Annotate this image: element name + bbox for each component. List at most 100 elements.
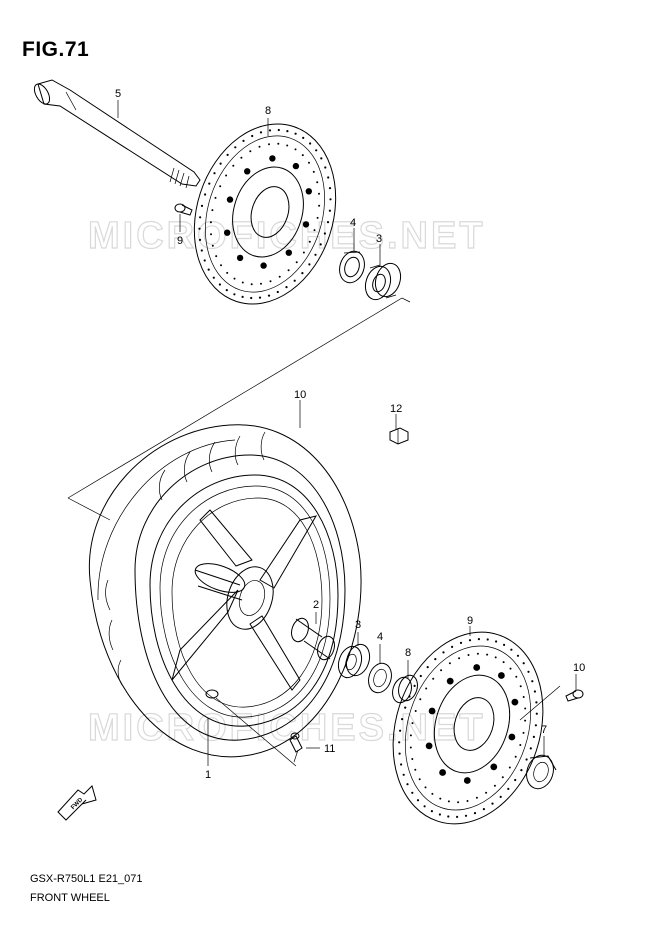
disc-rivet [226, 196, 234, 203]
disc-hole [319, 243, 322, 246]
disc-hole [267, 294, 271, 297]
disc-rivet [439, 769, 446, 776]
section-name: FRONT WHEEL [30, 892, 110, 904]
disc-hole [451, 645, 454, 649]
disc-hole [277, 142, 280, 145]
part-label-10: 10 [294, 389, 306, 401]
wheel-rim [149, 474, 339, 727]
part-label-4-top: 4 [350, 217, 356, 229]
disc-hole [318, 204, 321, 207]
disc-hole [316, 181, 319, 184]
disc-rivet [508, 733, 516, 741]
disc-hole [233, 277, 236, 280]
disc-hole [287, 269, 290, 272]
tire-valve [215, 697, 303, 767]
figure-title: FIG.71 [22, 38, 90, 61]
disc-rivet [236, 254, 244, 262]
disc-hole [200, 249, 203, 252]
disc-hole [260, 282, 262, 285]
disc-hole [198, 238, 202, 241]
disc-hole [482, 808, 485, 811]
disc-hole [509, 667, 512, 670]
disc-hole [326, 221, 330, 224]
disc-hole [522, 731, 525, 734]
axle-nut [526, 754, 557, 790]
disc-rivet [260, 262, 267, 269]
disc-hole [485, 791, 488, 794]
disc-hole [473, 812, 477, 815]
disc-hole [519, 744, 522, 746]
tire [88, 424, 362, 758]
guide-line-lower [67, 497, 111, 521]
disc-hole [414, 710, 417, 712]
disc-hole [416, 799, 420, 802]
disc-hole [532, 735, 536, 739]
disc-hole [520, 769, 523, 772]
disc-hole [308, 240, 311, 243]
disc-hole [447, 815, 450, 818]
disc-hole [309, 142, 312, 145]
disc-hole [404, 706, 407, 709]
disc-hole [241, 295, 244, 298]
disc-hole [493, 784, 496, 787]
part-label-4-bottom: 4 [377, 631, 383, 643]
disc-hole [418, 778, 421, 781]
disc-hole [259, 131, 263, 134]
disc-hole [516, 654, 520, 657]
disc-hole [302, 136, 305, 139]
disc-hole [419, 674, 422, 678]
part-label-5: 5 [115, 88, 121, 100]
disc-hole [219, 185, 222, 188]
disc-rivet [446, 677, 454, 685]
disc-hole [211, 209, 214, 212]
disc-hole [213, 172, 216, 175]
part-label-3-bottom: 3 [355, 619, 361, 631]
disc-hole [308, 161, 310, 164]
disc-hole [294, 132, 297, 135]
disc-hole [277, 128, 280, 132]
disc-hole [268, 143, 270, 146]
disc-hole [398, 752, 401, 755]
disc-hole [199, 216, 202, 219]
disc-hole [293, 279, 296, 282]
disc-hole [315, 149, 318, 152]
disc-hole [209, 221, 212, 224]
disc-rivet [224, 229, 231, 236]
wheel-spacer [291, 617, 335, 661]
disc-hole [258, 145, 261, 148]
disc-rivet [490, 763, 498, 771]
disc-hole [438, 813, 441, 816]
disc-hole [476, 652, 479, 655]
disc-rivet [244, 168, 251, 175]
disc-hole [218, 283, 221, 286]
disc-hole [269, 280, 272, 283]
disc-hole [204, 193, 207, 196]
disc-hole [402, 773, 405, 776]
disc-hole [212, 276, 215, 279]
disc-hole [406, 783, 409, 786]
disc-hole [233, 293, 236, 296]
disc-rivet [463, 777, 471, 784]
disc-hole [522, 696, 525, 698]
part-label-8-top: 8 [265, 105, 271, 117]
disc-hole [448, 662, 451, 665]
disc-hole [440, 669, 443, 672]
disc-hole [534, 724, 538, 727]
disc-hole [250, 296, 253, 300]
part-label-9-top: 9 [177, 235, 183, 247]
part-label-7: 8 [405, 647, 411, 659]
dust-seal-top [339, 250, 365, 284]
disc-hole [323, 232, 326, 235]
disc-hole [232, 164, 235, 167]
disc-hole [514, 778, 517, 782]
disc-hole [531, 680, 534, 683]
part-label-6: 7 [541, 724, 547, 736]
disc-hole [411, 722, 414, 725]
brake-disc-top [193, 123, 337, 305]
disc-bolt-top [174, 203, 193, 216]
disc-hole [308, 263, 311, 266]
disc-hole [486, 653, 489, 656]
disc-hole [524, 719, 527, 722]
disc-hole [457, 801, 460, 804]
